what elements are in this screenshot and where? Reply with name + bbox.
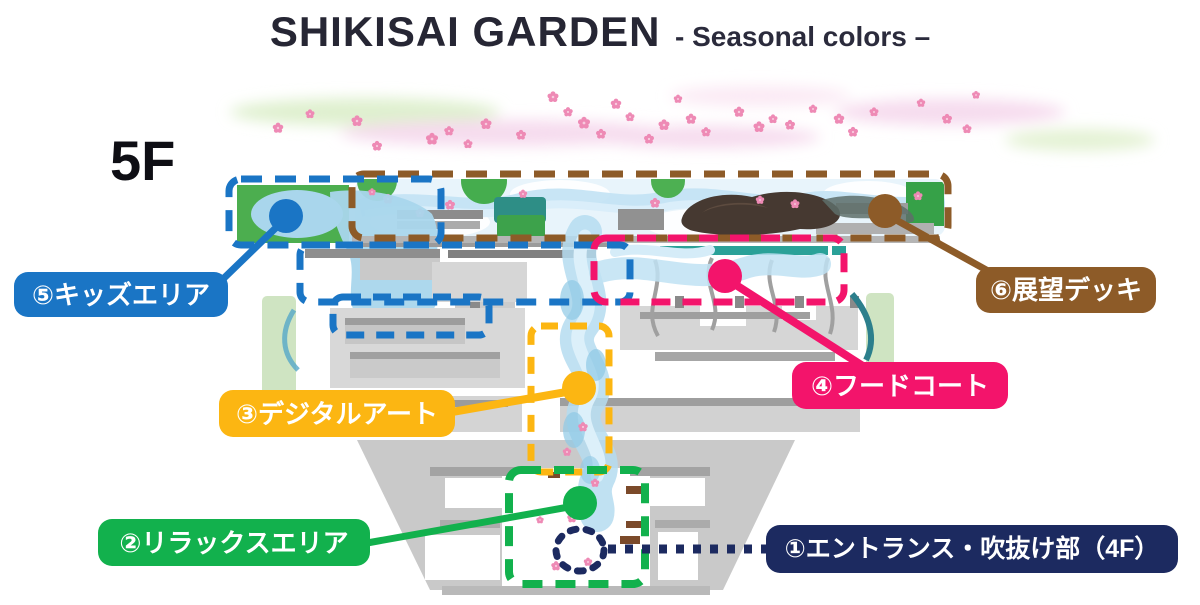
header: SHIKISAI GARDEN - Seasonal colors – (0, 8, 1200, 56)
relax-area-marker (563, 486, 597, 520)
deck-band (355, 179, 945, 236)
observation-deck-marker (868, 194, 902, 228)
kids-area-outline-upper (225, 175, 445, 249)
kids-area-outline-annex (329, 293, 493, 339)
zone-outlines (225, 170, 952, 588)
label-observation-deck: ⑥展望デッキ (976, 267, 1156, 313)
label-kids-area: ⑤キッズエリア (14, 272, 228, 317)
label-entrance-atrium: ①エントランス・吹抜け部（4F） (766, 525, 1178, 573)
page-title: SHIKISAI GARDEN (269, 8, 661, 55)
sakura-decoration-band (230, 86, 1155, 151)
food-court-marker (708, 259, 742, 293)
label-relax-area: ②リラックスエリア (98, 519, 370, 566)
floor-label: 5F (110, 129, 176, 192)
kids-area-marker (269, 199, 303, 233)
label-food-court: ④フードコート (792, 362, 1008, 409)
digital-art-marker (562, 371, 596, 405)
kids-area-outline-lower (296, 241, 634, 306)
zone-connectors (219, 194, 992, 554)
entrance-atrium-outline (552, 525, 608, 575)
relax-area-outline (505, 466, 649, 588)
page-subtitle: - Seasonal colors – (674, 21, 931, 52)
food-court-outline (590, 234, 848, 306)
label-digital-art: ③デジタルアート (219, 390, 455, 437)
